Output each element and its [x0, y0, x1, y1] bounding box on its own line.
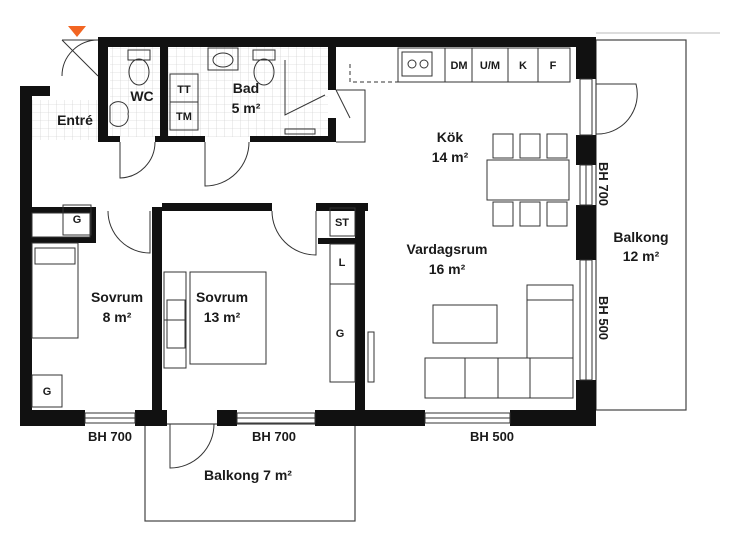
- st-label: ST: [335, 217, 349, 229]
- bed-sovrum2: [163, 271, 267, 369]
- bad-toilet-icon: [252, 49, 276, 86]
- windows: [84, 78, 593, 424]
- interior-walls: [20, 37, 368, 426]
- kok-label: Kök: [437, 129, 464, 145]
- bad-label: Bad: [233, 80, 259, 96]
- g-box-sovrum2: [329, 283, 356, 383]
- sofa: [424, 284, 574, 399]
- balcony-south-outline: [144, 423, 356, 522]
- sovrum2-label: Sovrum: [196, 289, 248, 305]
- lamp-icon: [367, 331, 375, 383]
- hall-wardrobe: [31, 212, 91, 238]
- bed-sovrum1: [31, 242, 79, 339]
- hall-g-box: [62, 204, 92, 236]
- wc-sink-icon: [109, 101, 129, 127]
- wc-toilet-icon: [127, 49, 151, 86]
- tt-label: TT: [177, 84, 191, 96]
- kitchen-counter: [336, 47, 571, 143]
- bad-sink-icon: [207, 47, 239, 71]
- tm-appliance-box: [169, 101, 199, 131]
- dm-label: DM: [450, 60, 467, 72]
- entre-label: Entré: [57, 112, 93, 128]
- st-box: [329, 207, 356, 237]
- balkong-east-area: 12 m²: [623, 248, 660, 264]
- entre-tiles: [30, 100, 98, 140]
- g-sovrum1-label: G: [43, 386, 52, 398]
- tm-label: TM: [176, 111, 192, 123]
- vardagsrum-area: 16 m²: [429, 261, 466, 277]
- bh-east-lower: BH 500: [596, 296, 611, 340]
- wc-label: WC: [130, 88, 153, 104]
- k-label: K: [519, 60, 527, 72]
- um-label: U/M: [480, 60, 500, 72]
- bad-area: 5 m²: [232, 100, 261, 116]
- bad-towel-rail: [284, 128, 316, 135]
- dining-table: [486, 133, 570, 227]
- f-label: F: [550, 60, 557, 72]
- doors: [61, 39, 638, 469]
- bh-south-east: BH 500: [470, 429, 514, 444]
- balcony-east-outline: [595, 39, 687, 411]
- l-label: L: [339, 257, 346, 269]
- bh-south-mid: BH 700: [252, 429, 296, 444]
- kok-area: 14 m²: [432, 149, 469, 165]
- sovrum2-area: 13 m²: [204, 309, 241, 325]
- sovrum1-label: Sovrum: [91, 289, 143, 305]
- bh-east-upper: BH 700: [596, 162, 611, 206]
- sovrum1-g-box: [31, 374, 63, 408]
- wc-tiles: [110, 47, 163, 137]
- g-sovrum2-label: G: [336, 328, 345, 340]
- g-hall-label: G: [73, 214, 82, 226]
- bad-tiles: [168, 47, 328, 137]
- exterior-walls: [20, 37, 596, 426]
- entrance-marker-icon: [68, 26, 86, 37]
- sovrum1-area: 8 m²: [103, 309, 132, 325]
- balkong-east-label: Balkong: [613, 229, 668, 245]
- vardagsrum-label: Vardagsrum: [407, 241, 488, 257]
- bh-south-west: BH 700: [88, 429, 132, 444]
- balkong-south-label: Balkong 7 m²: [204, 467, 292, 483]
